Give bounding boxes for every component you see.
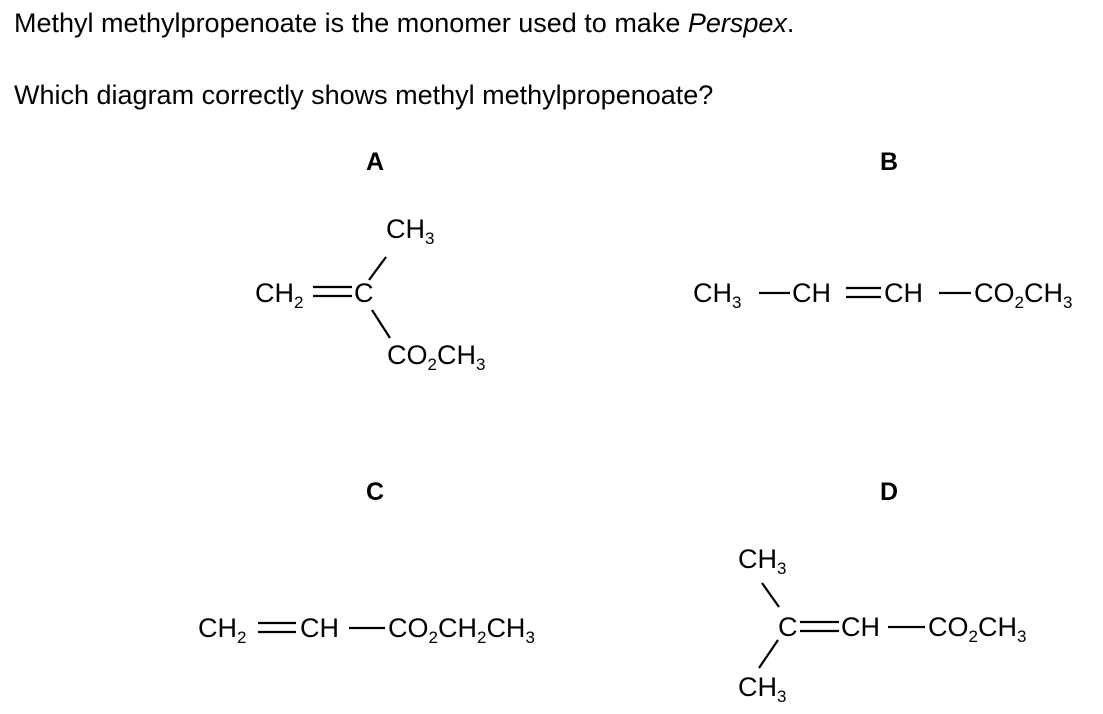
d-bottom-methyl: CH3: [738, 672, 787, 706]
b-ester: CO2CH3: [974, 278, 1073, 312]
bond-a-top: [368, 256, 387, 281]
option-a-label[interactable]: A: [366, 148, 385, 176]
option-b-label[interactable]: B: [880, 148, 899, 176]
d-ester: CO2CH3: [928, 612, 1027, 646]
d-ch: CH: [841, 612, 880, 642]
bond-d-bottom: [758, 639, 779, 669]
b-ch-1: CH: [792, 278, 831, 308]
question-text: Methyl methylpropenoate is the monomer u…: [14, 8, 688, 38]
question-line-2: Which diagram correctly shows methyl met…: [14, 80, 714, 110]
b-ch-2: CH: [884, 278, 923, 308]
c-ethyl-ester: CO2CH2CH3: [388, 613, 535, 647]
a-bottom-ester: CO2CH3: [387, 340, 486, 374]
question-period: .: [786, 8, 795, 38]
option-c-label[interactable]: C: [366, 478, 385, 506]
b-methyl: CH3: [693, 278, 742, 312]
c-ch: CH: [300, 613, 339, 643]
bond-a-bottom: [371, 309, 391, 339]
perspex-term: Perspex: [687, 8, 787, 38]
question-line-1: Methyl methylpropenoate is the monomer u…: [14, 10, 794, 37]
bond-d-top: [761, 582, 780, 608]
d-top-methyl: CH3: [738, 544, 787, 578]
a-top-methyl: CH3: [386, 214, 435, 248]
a-center-carbon: C: [354, 278, 374, 308]
d-center-carbon: C: [778, 612, 798, 642]
c-ch2: CH2: [198, 613, 247, 647]
option-d-label[interactable]: D: [880, 478, 899, 506]
a-left-ch2: CH2: [255, 278, 304, 312]
